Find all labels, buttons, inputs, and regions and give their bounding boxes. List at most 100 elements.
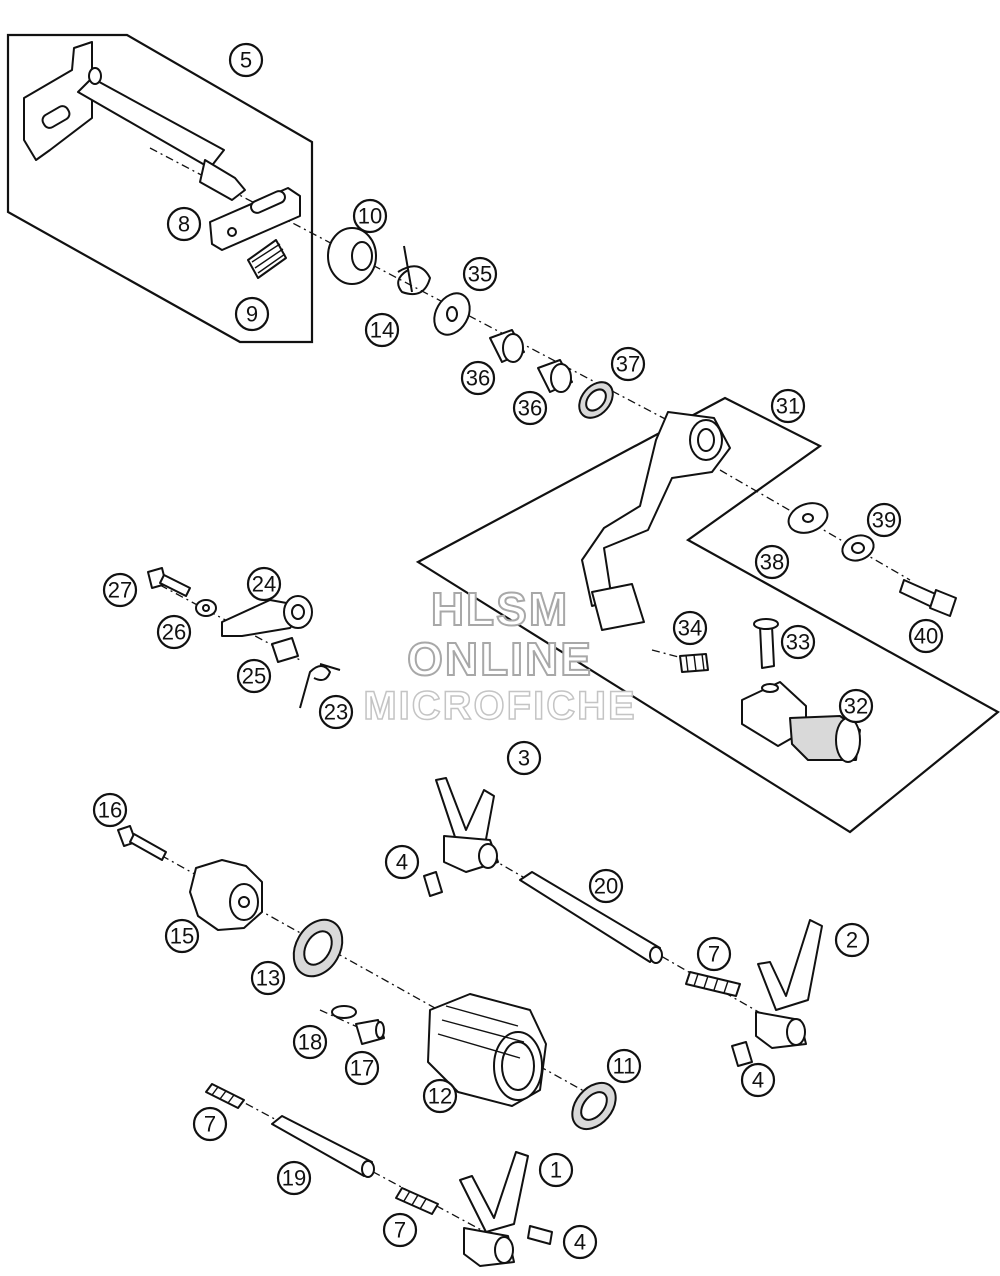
- svg-text:19: 19: [282, 1166, 306, 1191]
- group-frame-shift-lever: [415, 396, 1000, 834]
- callout-7a: 7: [696, 936, 732, 972]
- svg-text:31: 31: [776, 394, 800, 419]
- callout-9: 9: [234, 296, 270, 332]
- part-bolt-16: [117, 825, 167, 861]
- part-bushing-17: [355, 1019, 385, 1045]
- svg-text:20: 20: [594, 874, 618, 899]
- svg-text:7: 7: [394, 1218, 406, 1243]
- part-spring-7b: [205, 1083, 245, 1109]
- part-roller-25: [271, 637, 299, 663]
- svg-text:3: 3: [518, 746, 530, 771]
- callout-14: 14: [364, 312, 400, 348]
- group-frame-shift-shaft: [6, 33, 314, 344]
- part-lock-washer-39: [841, 534, 875, 562]
- svg-text:7: 7: [708, 942, 720, 967]
- svg-text:24: 24: [252, 572, 276, 597]
- callout-24: 24: [246, 566, 282, 602]
- callout-37: 37: [610, 346, 646, 382]
- callout-23: 23: [318, 694, 354, 730]
- part-seal-37: [578, 381, 614, 419]
- callout-5: 5: [228, 42, 264, 78]
- part-pin-33: [753, 618, 779, 669]
- callout-2: 2: [834, 922, 870, 958]
- part-bolt-27: [147, 567, 191, 597]
- svg-text:15: 15: [170, 924, 194, 949]
- part-arm-24: [221, 595, 313, 637]
- axis-line-rail-lower: [229, 1094, 501, 1241]
- svg-text:9: 9: [246, 302, 258, 327]
- callout-15: 15: [164, 918, 200, 954]
- part-washer-26: [195, 599, 217, 617]
- part-bushing-10: [327, 227, 377, 285]
- svg-text:4: 4: [574, 1230, 586, 1255]
- svg-text:4: 4: [752, 1068, 764, 1093]
- callout-16: 16: [92, 792, 128, 828]
- callout-7b: 7: [192, 1106, 228, 1142]
- callout-19: 19: [276, 1160, 312, 1196]
- part-shift-plate: [209, 187, 301, 251]
- callout-33: 33: [780, 624, 816, 660]
- svg-text:17: 17: [350, 1056, 374, 1081]
- callout-11: 11: [606, 1048, 642, 1084]
- callout-4c: 4: [562, 1224, 598, 1260]
- callout-20: 20: [588, 868, 624, 904]
- callout-32: 32: [838, 688, 874, 724]
- part-rail-19: [271, 1115, 375, 1178]
- callout-4b: 4: [740, 1062, 776, 1098]
- part-needle-bearing-36b: [537, 359, 573, 393]
- svg-text:35: 35: [468, 262, 492, 287]
- part-pin-4b: [731, 1041, 753, 1067]
- callout-31: 31: [770, 388, 806, 424]
- callout-7c: 7: [382, 1212, 418, 1248]
- svg-text:12: 12: [428, 1084, 452, 1109]
- svg-text:16: 16: [98, 798, 122, 823]
- callout-18: 18: [292, 1024, 328, 1060]
- part-spring-9: [247, 239, 287, 279]
- svg-text:8: 8: [178, 212, 190, 237]
- part-torsion-spring-14: [397, 245, 431, 296]
- part-footpeg-32: [741, 681, 861, 763]
- callout-38: 38: [754, 544, 790, 580]
- svg-text:36: 36: [466, 366, 490, 391]
- callout-4a: 4: [384, 844, 420, 880]
- part-spring-7a: [685, 971, 741, 997]
- part-seal-11: [571, 1081, 617, 1131]
- part-spring-23: [299, 663, 341, 709]
- svg-text:33: 33: [786, 630, 810, 655]
- svg-text:39: 39: [872, 508, 896, 533]
- part-rail-20: [519, 871, 663, 964]
- svg-text:5: 5: [240, 48, 252, 73]
- callout-1: 1: [538, 1152, 574, 1188]
- svg-text:4: 4: [396, 850, 408, 875]
- svg-text:27: 27: [108, 578, 132, 603]
- callout-39: 39: [866, 502, 902, 538]
- svg-text:38: 38: [760, 550, 784, 575]
- part-shift-drum-12: [427, 993, 547, 1107]
- svg-text:18: 18: [298, 1030, 322, 1055]
- callout-36a: 36: [460, 360, 496, 396]
- part-shift-shaft: [23, 41, 246, 201]
- callout-10: 10: [352, 198, 388, 234]
- part-shift-star-15: [189, 859, 263, 931]
- svg-text:34: 34: [678, 616, 702, 641]
- part-spring-34: [679, 653, 709, 673]
- svg-text:23: 23: [324, 700, 348, 725]
- callout-25: 25: [236, 658, 272, 694]
- svg-text:2: 2: [846, 928, 858, 953]
- axis-line-spring-34: [651, 649, 691, 661]
- callout-34: 34: [672, 610, 708, 646]
- svg-text:14: 14: [370, 318, 394, 343]
- svg-text:26: 26: [162, 620, 186, 645]
- part-washer-35: [433, 292, 471, 336]
- part-washer-18: [331, 1005, 357, 1019]
- callout-3: 3: [506, 740, 542, 776]
- part-needle-bearing-36a: [489, 329, 525, 363]
- callout-36b: 36: [512, 390, 548, 426]
- svg-text:7: 7: [204, 1112, 216, 1137]
- callout-13: 13: [250, 960, 286, 996]
- svg-text:11: 11: [613, 1054, 636, 1079]
- callout-40: 40: [908, 618, 944, 654]
- part-shift-lever: [581, 411, 731, 631]
